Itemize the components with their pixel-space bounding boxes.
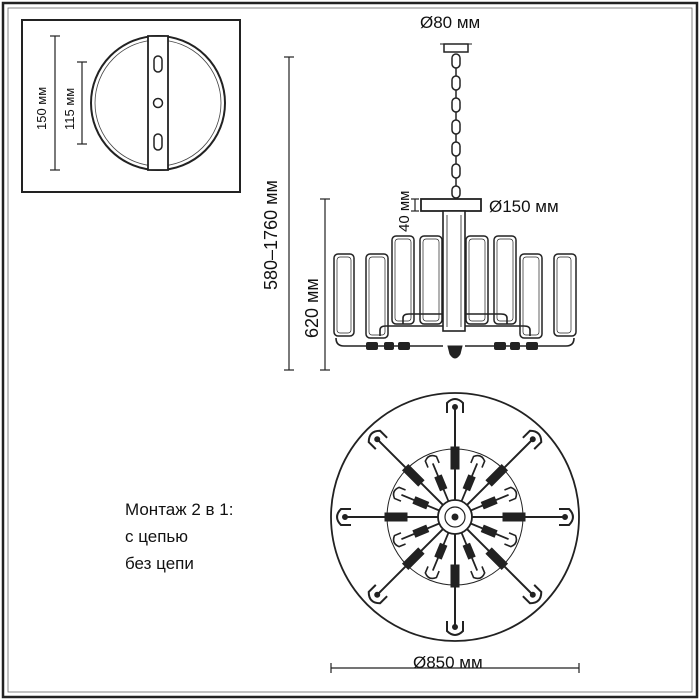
slot-top	[153, 55, 163, 73]
radial-arm	[472, 508, 574, 526]
radial-arm	[466, 429, 543, 506]
outer-circle	[330, 392, 580, 642]
inner-arm	[392, 522, 440, 548]
mounting-title: Монтаж 2 в 1:	[125, 500, 234, 519]
plate-outer-label: 150 мм	[34, 87, 49, 130]
canopy	[420, 198, 482, 212]
chain-diameter-label: Ø80 мм	[420, 13, 480, 32]
inner-arm	[424, 454, 450, 502]
mounting-bar	[147, 35, 169, 171]
radial-arm	[367, 528, 444, 605]
inner-arm	[470, 486, 518, 512]
mounting-option-no-chain: без цепи	[125, 554, 194, 573]
fixture-diameter-label: Ø850 мм	[413, 653, 483, 672]
total-height-label: 580–1760 мм	[261, 180, 281, 290]
inner-arm	[424, 532, 450, 580]
spokes	[336, 398, 574, 636]
central-stem	[442, 210, 466, 332]
shade	[493, 235, 517, 325]
inner-frame	[7, 7, 693, 693]
plate-inner-label: 115 мм	[62, 88, 77, 130]
arm-beads	[366, 342, 538, 350]
bottom-view	[330, 392, 580, 673]
body-height-label: 620 мм	[302, 278, 322, 338]
side-view	[284, 43, 577, 371]
radial-arm	[446, 398, 464, 500]
shade	[365, 253, 389, 339]
inset-box	[21, 19, 241, 193]
radial-arm	[466, 528, 543, 605]
inner-arm	[470, 522, 518, 548]
canopy-diameter-label: Ø150 мм	[489, 197, 559, 216]
inner-arm	[392, 486, 440, 512]
glass-shades	[333, 235, 577, 339]
shade	[553, 253, 577, 337]
mounting-plate-inset	[21, 19, 241, 193]
ceiling-plate	[443, 43, 469, 53]
shade	[465, 235, 489, 325]
radial-arm	[367, 429, 444, 506]
mounting-option-chain: с цепью	[125, 527, 189, 546]
inner-arm	[460, 454, 486, 502]
radial-arm	[446, 534, 464, 636]
mounting-note: Монтаж 2 в 1: с цепью без цепи	[125, 496, 233, 577]
shade	[333, 253, 355, 337]
center-hole	[152, 97, 164, 109]
radial-arm	[336, 508, 438, 526]
arms	[335, 313, 575, 347]
chain	[451, 53, 461, 199]
shade	[519, 253, 543, 339]
inner-arm	[460, 532, 486, 580]
bottom-finial	[447, 345, 463, 359]
slot-bottom	[153, 133, 163, 151]
shade	[419, 235, 443, 325]
canopy-height-label: 40 мм	[396, 191, 413, 232]
